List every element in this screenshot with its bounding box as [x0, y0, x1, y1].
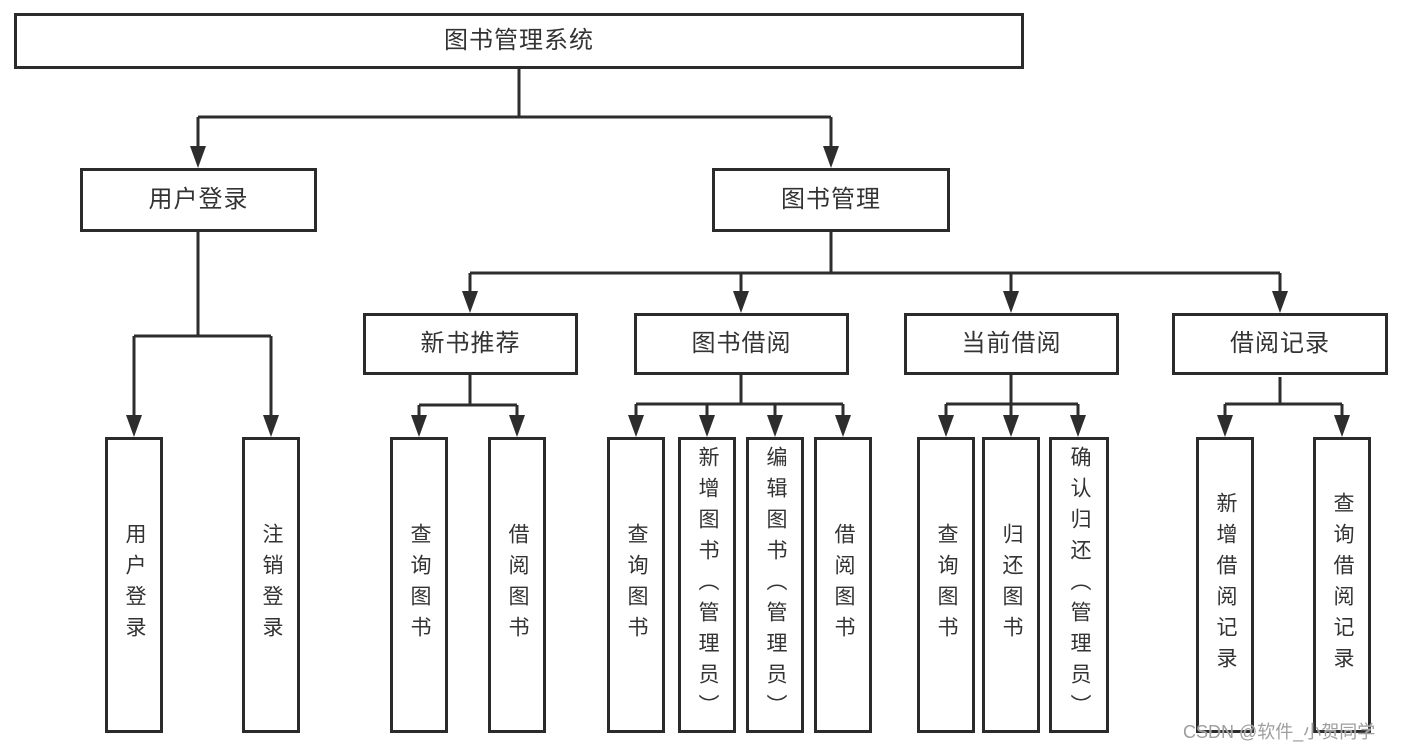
leaf-current-query-books: 查询图书: [917, 437, 975, 733]
node-system-root: 图书管理系统: [14, 13, 1024, 69]
node-borrow-records: 借阅记录: [1172, 313, 1388, 375]
connector-current-borrow-branch: [938, 375, 1086, 437]
node-user-login-label: 用户登录: [148, 186, 249, 213]
leaf-borrow-add-books-admin-label: 新增图书（管理员）: [696, 445, 720, 725]
leaf-records-add-record-label: 新增借阅记录: [1214, 492, 1238, 678]
leaf-newbook-query-books: 查询图书: [390, 437, 448, 733]
leaf-logout: 注销登录: [242, 437, 300, 733]
connector-book-borrow-branch: [628, 375, 851, 437]
watermark: CSDN @软件_小贺同学: [1183, 722, 1376, 742]
leaf-borrow-query-books: 查询图书: [607, 437, 665, 733]
leaf-current-confirm-return-admin-label: 确认归还（管理员）: [1068, 445, 1092, 725]
node-current-borrow-label: 当前借阅: [961, 330, 1062, 357]
node-book-borrow: 图书借阅: [634, 313, 849, 375]
leaf-newbook-borrow-books: 借阅图书: [488, 437, 546, 733]
leaf-borrow-borrow-books-label: 借阅图书: [832, 523, 856, 647]
leaf-newbook-query-books-label: 查询图书: [408, 523, 432, 647]
connector-borrow-records-branch: [1217, 377, 1350, 437]
leaf-current-confirm-return-admin: 确认归还（管理员）: [1049, 437, 1109, 733]
node-current-borrow: 当前借阅: [904, 313, 1119, 375]
leaf-logout-label: 注销登录: [260, 523, 284, 647]
node-book-mgmt: 图书管理: [712, 168, 950, 232]
node-user-login: 用户登录: [80, 168, 317, 232]
node-system-root-label: 图书管理系统: [444, 27, 594, 54]
leaf-current-query-books-label: 查询图书: [935, 523, 959, 647]
leaf-borrow-query-books-label: 查询图书: [625, 523, 649, 647]
leaf-newbook-borrow-books-label: 借阅图书: [506, 523, 530, 647]
leaf-borrow-add-books-admin: 新增图书（管理员）: [678, 437, 736, 733]
connector-root-to-level2: [190, 69, 839, 168]
node-book-mgmt-label: 图书管理: [781, 186, 881, 213]
leaf-records-query-record: 查询借阅记录: [1313, 437, 1371, 733]
connector-book-mgmt-branch: [462, 232, 1288, 313]
node-new-book-recommend: 新书推荐: [363, 313, 578, 375]
connector-user-login-branch: [126, 232, 279, 437]
node-new-book-recommend-label: 新书推荐: [420, 330, 521, 357]
leaf-records-query-record-label: 查询借阅记录: [1331, 492, 1355, 678]
connector-new-book-branch: [411, 375, 525, 437]
leaf-borrow-borrow-books: 借阅图书: [814, 437, 872, 733]
node-book-borrow-label: 图书借阅: [691, 330, 792, 357]
leaf-borrow-edit-books-admin: 编辑图书（管理员）: [746, 437, 804, 733]
leaf-current-return-books: 归还图书: [982, 437, 1040, 733]
leaf-user-login-label: 用户登录: [123, 523, 147, 647]
node-borrow-records-label: 借阅记录: [1230, 330, 1330, 357]
leaf-records-add-record: 新增借阅记录: [1196, 437, 1254, 733]
leaf-current-return-books-label: 归还图书: [1000, 523, 1024, 647]
leaf-borrow-edit-books-admin-label: 编辑图书（管理员）: [764, 445, 788, 725]
leaf-user-login: 用户登录: [105, 437, 163, 733]
